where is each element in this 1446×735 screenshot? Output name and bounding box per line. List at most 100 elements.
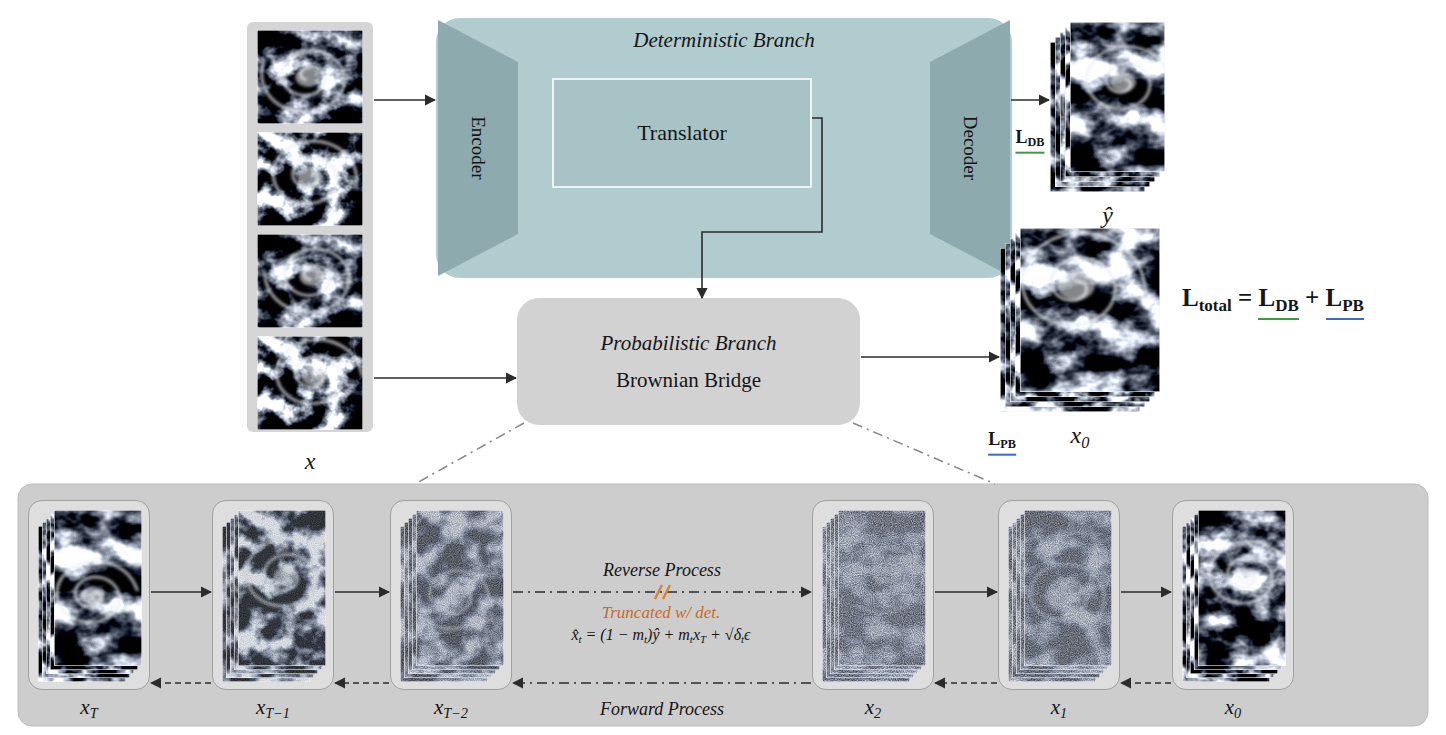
text-part: x̂ [571, 626, 578, 643]
edge-label: Reverse Process [603, 560, 721, 581]
node-graphic [1050, 22, 1165, 192]
text-part: 0 [1234, 705, 1241, 721]
flow-arrow [335, 591, 389, 593]
output-frames: ŷ [1050, 22, 1165, 192]
text-part: Truncated w/ det. [602, 603, 721, 622]
flow-arrow [935, 591, 997, 593]
text-part: t [741, 633, 744, 645]
text-part: x [305, 448, 316, 474]
flow-arrow [335, 682, 389, 684]
branch-box: Deterministic BranchEncoder Translator Dec… [436, 18, 1012, 278]
text-part: Probabilistic Branch [601, 331, 777, 355]
satellite-frame [1070, 22, 1165, 172]
text-part: + √δ [706, 626, 741, 643]
satellite-frame [257, 30, 363, 124]
text-part: PB [1342, 296, 1364, 315]
node-graphic [999, 501, 1121, 691]
satellite-frame [238, 510, 326, 666]
node-graphic [1173, 501, 1295, 691]
branch-box: Probabilistic BranchBrownian Bridge [517, 298, 860, 425]
text-part: 1 [1060, 705, 1067, 721]
translator-block: Translator [552, 78, 812, 188]
label-holder: x2 [773, 695, 973, 719]
text-part: L [1182, 284, 1199, 311]
process-band [18, 484, 1428, 726]
text-part: Encoder [468, 116, 489, 179]
text-part: ϵ [744, 626, 750, 643]
flow-arrow [1121, 591, 1171, 593]
node-graphic [29, 501, 151, 691]
text-run: Encoder [468, 116, 489, 179]
label-holder: xT−2 [351, 695, 551, 719]
diffusion-step: x1 [998, 500, 1120, 690]
text-part: t [690, 633, 693, 645]
variable-label: xT [0, 695, 189, 719]
text-part: )ŷ + m [647, 626, 690, 643]
satellite-frame [257, 336, 363, 430]
node-text: Brownian Bridge [616, 368, 761, 392]
text-run: Ltotal = [1182, 284, 1258, 311]
satellite-frame [838, 510, 926, 666]
edge-label-holder: LPB [988, 429, 1016, 456]
diffusion-step: xT [28, 500, 150, 690]
text-part: Reverse Process [603, 560, 721, 580]
truncation-note: Truncated w/ det. [602, 603, 721, 623]
text-run: Deterministic Branch [633, 28, 814, 52]
node-text: Probabilistic Branch [601, 331, 777, 355]
edge-label: LPB [988, 429, 1016, 456]
text-run: x1 [1051, 695, 1067, 719]
text-run: LDB [1015, 127, 1044, 154]
flow-arrow [151, 591, 211, 593]
flow-arrow [151, 682, 211, 684]
label-holder: x̂t = (1 − mt)ŷ + mtxT + √δtϵ [571, 626, 750, 644]
text-run: LPB [988, 429, 1016, 456]
text-run: x0 [1225, 695, 1241, 719]
label-holder: Ltotal = LDB + LPB [1182, 284, 1364, 320]
flow-arrow [935, 682, 997, 684]
bridge-equation: x̂t = (1 − mt)ŷ + mtxT + √δtϵ [571, 626, 750, 644]
text-part: 2 [874, 705, 881, 721]
label-holder: x [207, 448, 413, 476]
variable-label: xT−2 [351, 695, 551, 719]
variable-label: xT−1 [173, 695, 373, 719]
text-part: T−1 [265, 705, 290, 721]
variable-label: x0 [1133, 695, 1333, 719]
text-run: xT [80, 695, 97, 719]
text-part: Decoder [960, 116, 981, 180]
connector-group [151, 100, 1171, 683]
edge-label-holder: LDB [1015, 127, 1044, 154]
satellite-frame [1020, 228, 1160, 392]
satellite-frame [257, 132, 363, 226]
satellite-frame [54, 510, 142, 666]
node-text: Encoder [467, 116, 489, 179]
node-text: Translator [637, 120, 727, 145]
text-run: + [1299, 284, 1326, 311]
text-part: x [865, 695, 874, 719]
text-run: Reverse Process [603, 560, 721, 580]
label-holder: xT [0, 695, 189, 719]
text-run: Translator [637, 120, 727, 145]
diffusion-step: xT−1 [212, 500, 334, 690]
text-part: x [693, 626, 700, 643]
text-part: T [90, 705, 98, 721]
flow-arrow [513, 591, 811, 593]
text-part: L [1326, 284, 1343, 311]
text-run: Decoder [960, 116, 981, 180]
label-holder: x1 [959, 695, 1159, 719]
text-part: Brownian Bridge [616, 368, 761, 392]
text-run: Probabilistic Branch [601, 331, 777, 355]
zoom-leader [415, 423, 524, 484]
text-part: x [434, 695, 443, 719]
variable-label: x1 [959, 695, 1159, 719]
text-run: xT−2 [434, 695, 468, 719]
output-frames: x0 [1000, 228, 1160, 412]
label-holder: x0 [1133, 695, 1333, 719]
edge-label-holder: Reverse Process [603, 560, 721, 581]
truncation-mark [655, 585, 670, 599]
flow-arrow [513, 682, 811, 684]
edge-label: Forward Process [600, 699, 724, 720]
label-holder: xT−1 [173, 695, 373, 719]
node-graphic [813, 501, 935, 691]
text-run: x [305, 448, 316, 474]
